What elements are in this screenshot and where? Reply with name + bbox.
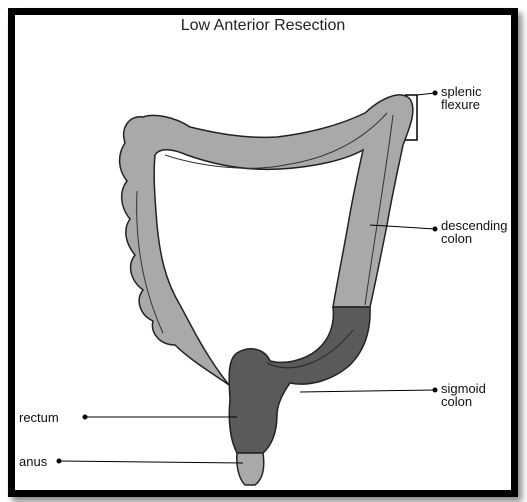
splenic-flexure-dot [433, 91, 438, 96]
colon-dark-segment [229, 307, 370, 453]
anus-leader [59, 461, 243, 463]
splenic-flexure-label-line2: flexure [441, 98, 481, 111]
anus-dot [57, 459, 62, 464]
diagram-frame: Low Anterior Resection splenic flexure [8, 8, 518, 497]
colon-light-segment [120, 95, 413, 385]
rectum-dot [83, 415, 88, 420]
sigmoid-colon-dot [433, 388, 438, 393]
descending-colon-dot [433, 227, 438, 232]
sigmoid-colon-label-line2: colon [441, 395, 486, 408]
descending-colon-label-line2: colon [441, 232, 508, 245]
colon-anatomy-diagram [15, 15, 511, 490]
sigmoid-colon-leader [300, 390, 435, 392]
anus-label: anus [19, 455, 47, 468]
anus-segment [237, 453, 264, 485]
descending-colon-label: descending colon [441, 219, 508, 245]
splenic-flexure-label: splenic flexure [441, 85, 481, 111]
sigmoid-colon-label: sigmoid colon [441, 382, 486, 408]
splenic-flexure-leader [417, 93, 435, 95]
rectum-label: rectum [19, 411, 59, 424]
